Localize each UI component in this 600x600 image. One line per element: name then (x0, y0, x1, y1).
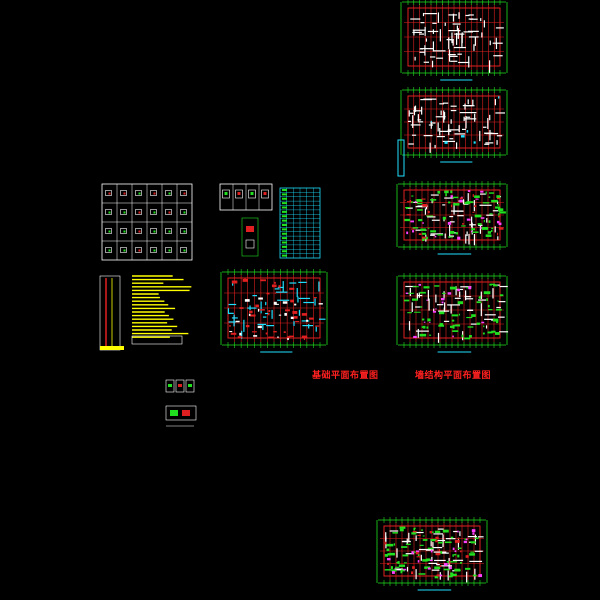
plan-mid-1[interactable] (396, 181, 508, 255)
foundation-plan[interactable] (220, 269, 328, 353)
label-wall-plan: 墙结构平面布置图 (415, 371, 492, 381)
label-foundation-plan: 基础平面布置图 (312, 371, 379, 381)
plan-top-1[interactable] (400, 0, 508, 81)
schedule-table[interactable] (279, 187, 321, 259)
plan-top-2[interactable] (400, 87, 508, 163)
small-details[interactable] (165, 379, 197, 427)
cyan-legend-strip (397, 139, 405, 177)
notes-yellow[interactable] (99, 275, 192, 351)
plan-mid-2[interactable] (396, 273, 509, 353)
detail-table-left[interactable] (101, 183, 193, 261)
plan-bottom[interactable] (376, 517, 488, 591)
detail-table-mid[interactable] (219, 183, 273, 257)
